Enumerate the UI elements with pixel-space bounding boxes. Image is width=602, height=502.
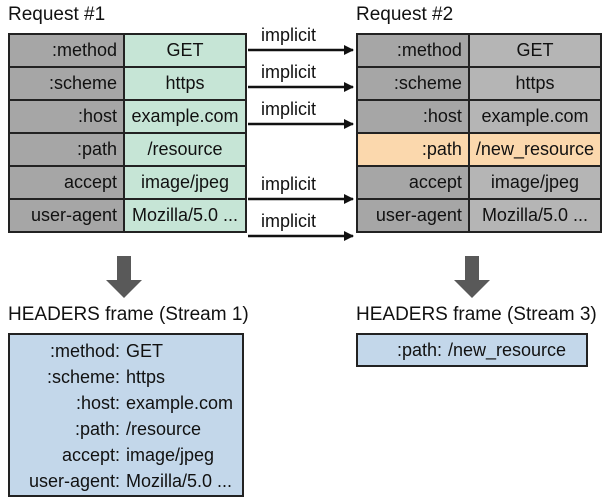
header-name: :method xyxy=(8,33,125,68)
table-row: :path/resource xyxy=(8,132,247,167)
frame-row: user-agent: Mozilla/5.0 ... xyxy=(10,468,242,494)
header-name: :method xyxy=(356,33,470,68)
implicit-label: implicit xyxy=(261,174,317,194)
header-name: user-agent xyxy=(8,198,125,233)
request1-title: Request #1 xyxy=(8,4,106,25)
table-row-changed: :path/new_resource xyxy=(356,132,602,167)
frame-header-name: :host: xyxy=(75,392,120,413)
frame-header-value: https xyxy=(126,366,166,387)
header-value: /resource xyxy=(123,132,247,167)
frame-row: :method: GET xyxy=(10,338,242,364)
header-value: Mozilla/5.0 ... xyxy=(467,198,602,233)
headers-frame-stream1-title: HEADERS frame (Stream 1) xyxy=(8,304,249,325)
request2-title: Request #2 xyxy=(356,4,454,25)
header-value: https xyxy=(123,66,247,101)
header-name: accept xyxy=(8,165,125,200)
frame-header-value: /new_resource xyxy=(448,339,567,360)
frame-row: :path: /new_resource xyxy=(358,337,586,363)
header-name: :scheme xyxy=(8,66,125,101)
frame-header-value: Mozilla/5.0 ... xyxy=(126,470,233,491)
header-name-changed: :path xyxy=(356,132,470,167)
header-value: image/jpeg xyxy=(467,165,602,200)
header-value: Mozilla/5.0 ... xyxy=(123,198,247,233)
frame-row: accept: image/jpeg xyxy=(10,442,242,468)
frame-header-name: user-agent: xyxy=(28,470,120,491)
header-value: example.com xyxy=(467,99,602,134)
header-value: GET xyxy=(123,33,247,68)
implicit-label: implicit xyxy=(261,25,317,45)
frame-header-name: :scheme: xyxy=(46,366,120,387)
implicit-label: implicit xyxy=(261,62,317,82)
implicit-label: implicit xyxy=(261,99,317,119)
headers-frame-stream3-title: HEADERS frame (Stream 3) xyxy=(356,304,597,325)
headers-frame-stream3: :path: /new_resource xyxy=(356,333,588,367)
header-name: :path xyxy=(8,132,125,167)
frame-header-value: /resource xyxy=(126,418,202,439)
header-name: accept xyxy=(356,165,470,200)
down-arrow-stream3 xyxy=(454,256,490,298)
header-value: https xyxy=(467,66,602,101)
header-value: image/jpeg xyxy=(123,165,247,200)
implicit-label: implicit xyxy=(261,211,317,231)
frame-row: :host: example.com xyxy=(10,390,242,416)
frame-row: :scheme: https xyxy=(10,364,242,390)
frame-row: :path: /resource xyxy=(10,416,242,442)
header-name: :host xyxy=(356,99,470,134)
header-name: :scheme xyxy=(356,66,470,101)
frame-header-name: :path: xyxy=(396,339,442,360)
frame-header-value: example.com xyxy=(126,392,234,413)
header-name: user-agent xyxy=(356,198,470,233)
headers-frame-stream1: :method: GET :scheme: https :host: example.… xyxy=(8,333,244,497)
frame-header-name: :path: xyxy=(74,418,120,439)
header-value-changed: /new_resource xyxy=(467,132,602,167)
frame-header-name: :method: xyxy=(49,340,120,361)
header-value: GET xyxy=(467,33,602,68)
frame-header-value: GET xyxy=(126,340,164,361)
header-name: :host xyxy=(8,99,125,134)
header-value: example.com xyxy=(123,99,247,134)
down-arrow-stream1 xyxy=(106,256,142,298)
frame-header-value: image/jpeg xyxy=(126,444,215,465)
frame-header-name: accept: xyxy=(61,444,120,465)
